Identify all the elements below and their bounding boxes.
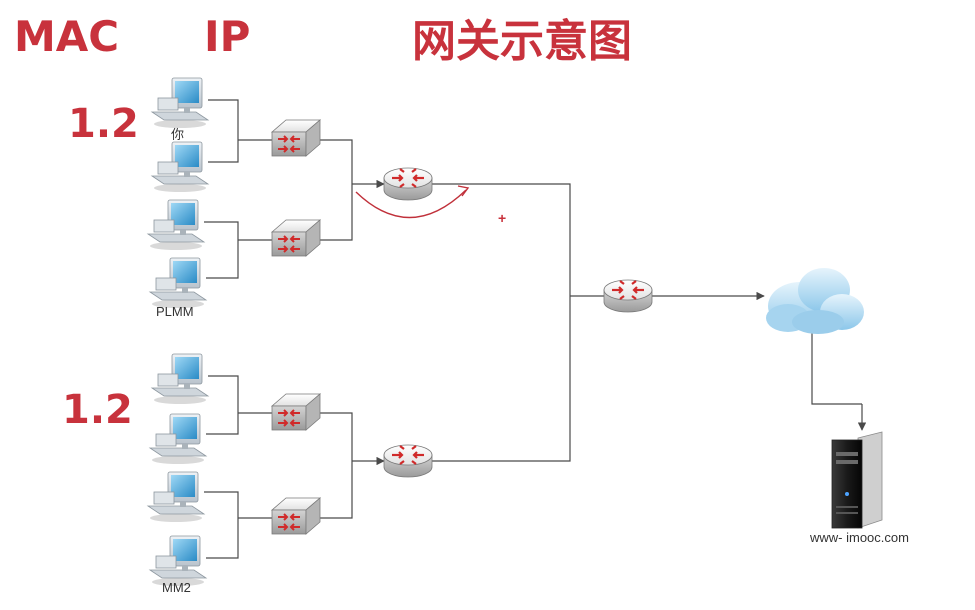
host-computer-icon[interactable]	[147, 199, 205, 251]
switch-icon[interactable]	[271, 219, 321, 257]
annotation-arrow	[355, 189, 467, 219]
host-computer-icon[interactable]	[149, 413, 207, 465]
page-title: 网关示意图	[412, 16, 632, 67]
switch-icon[interactable]	[271, 497, 321, 535]
server-label: www- imooc.com	[810, 530, 909, 545]
upper-ip-annotation: 1.2	[68, 101, 139, 147]
switch-icon[interactable]	[271, 119, 321, 157]
host-computer-icon[interactable]	[151, 353, 209, 405]
host-label: PLMM	[156, 304, 194, 319]
host-computer-icon[interactable]	[149, 535, 207, 587]
host-computer-icon[interactable]	[151, 77, 209, 129]
plus-annotation: +	[498, 210, 507, 226]
cloud-icon	[766, 268, 864, 334]
router-a-icon[interactable]	[382, 166, 434, 202]
host-label: MM2	[162, 580, 191, 595]
annotation-arrowhead	[457, 185, 470, 197]
server-icon[interactable]	[831, 431, 883, 529]
switch-icon[interactable]	[271, 393, 321, 431]
host-computer-icon[interactable]	[149, 257, 207, 309]
ip-label: IP	[204, 12, 251, 61]
host-computer-icon[interactable]	[147, 471, 205, 523]
host-label: 你	[171, 127, 185, 142]
host-computer-icon[interactable]	[151, 141, 209, 193]
router-b-icon[interactable]	[382, 443, 434, 479]
connection-lines	[204, 99, 862, 559]
mac-label: MAC	[14, 12, 120, 61]
core-router-icon[interactable]	[602, 278, 654, 314]
lower-ip-annotation: 1.2	[62, 387, 133, 433]
